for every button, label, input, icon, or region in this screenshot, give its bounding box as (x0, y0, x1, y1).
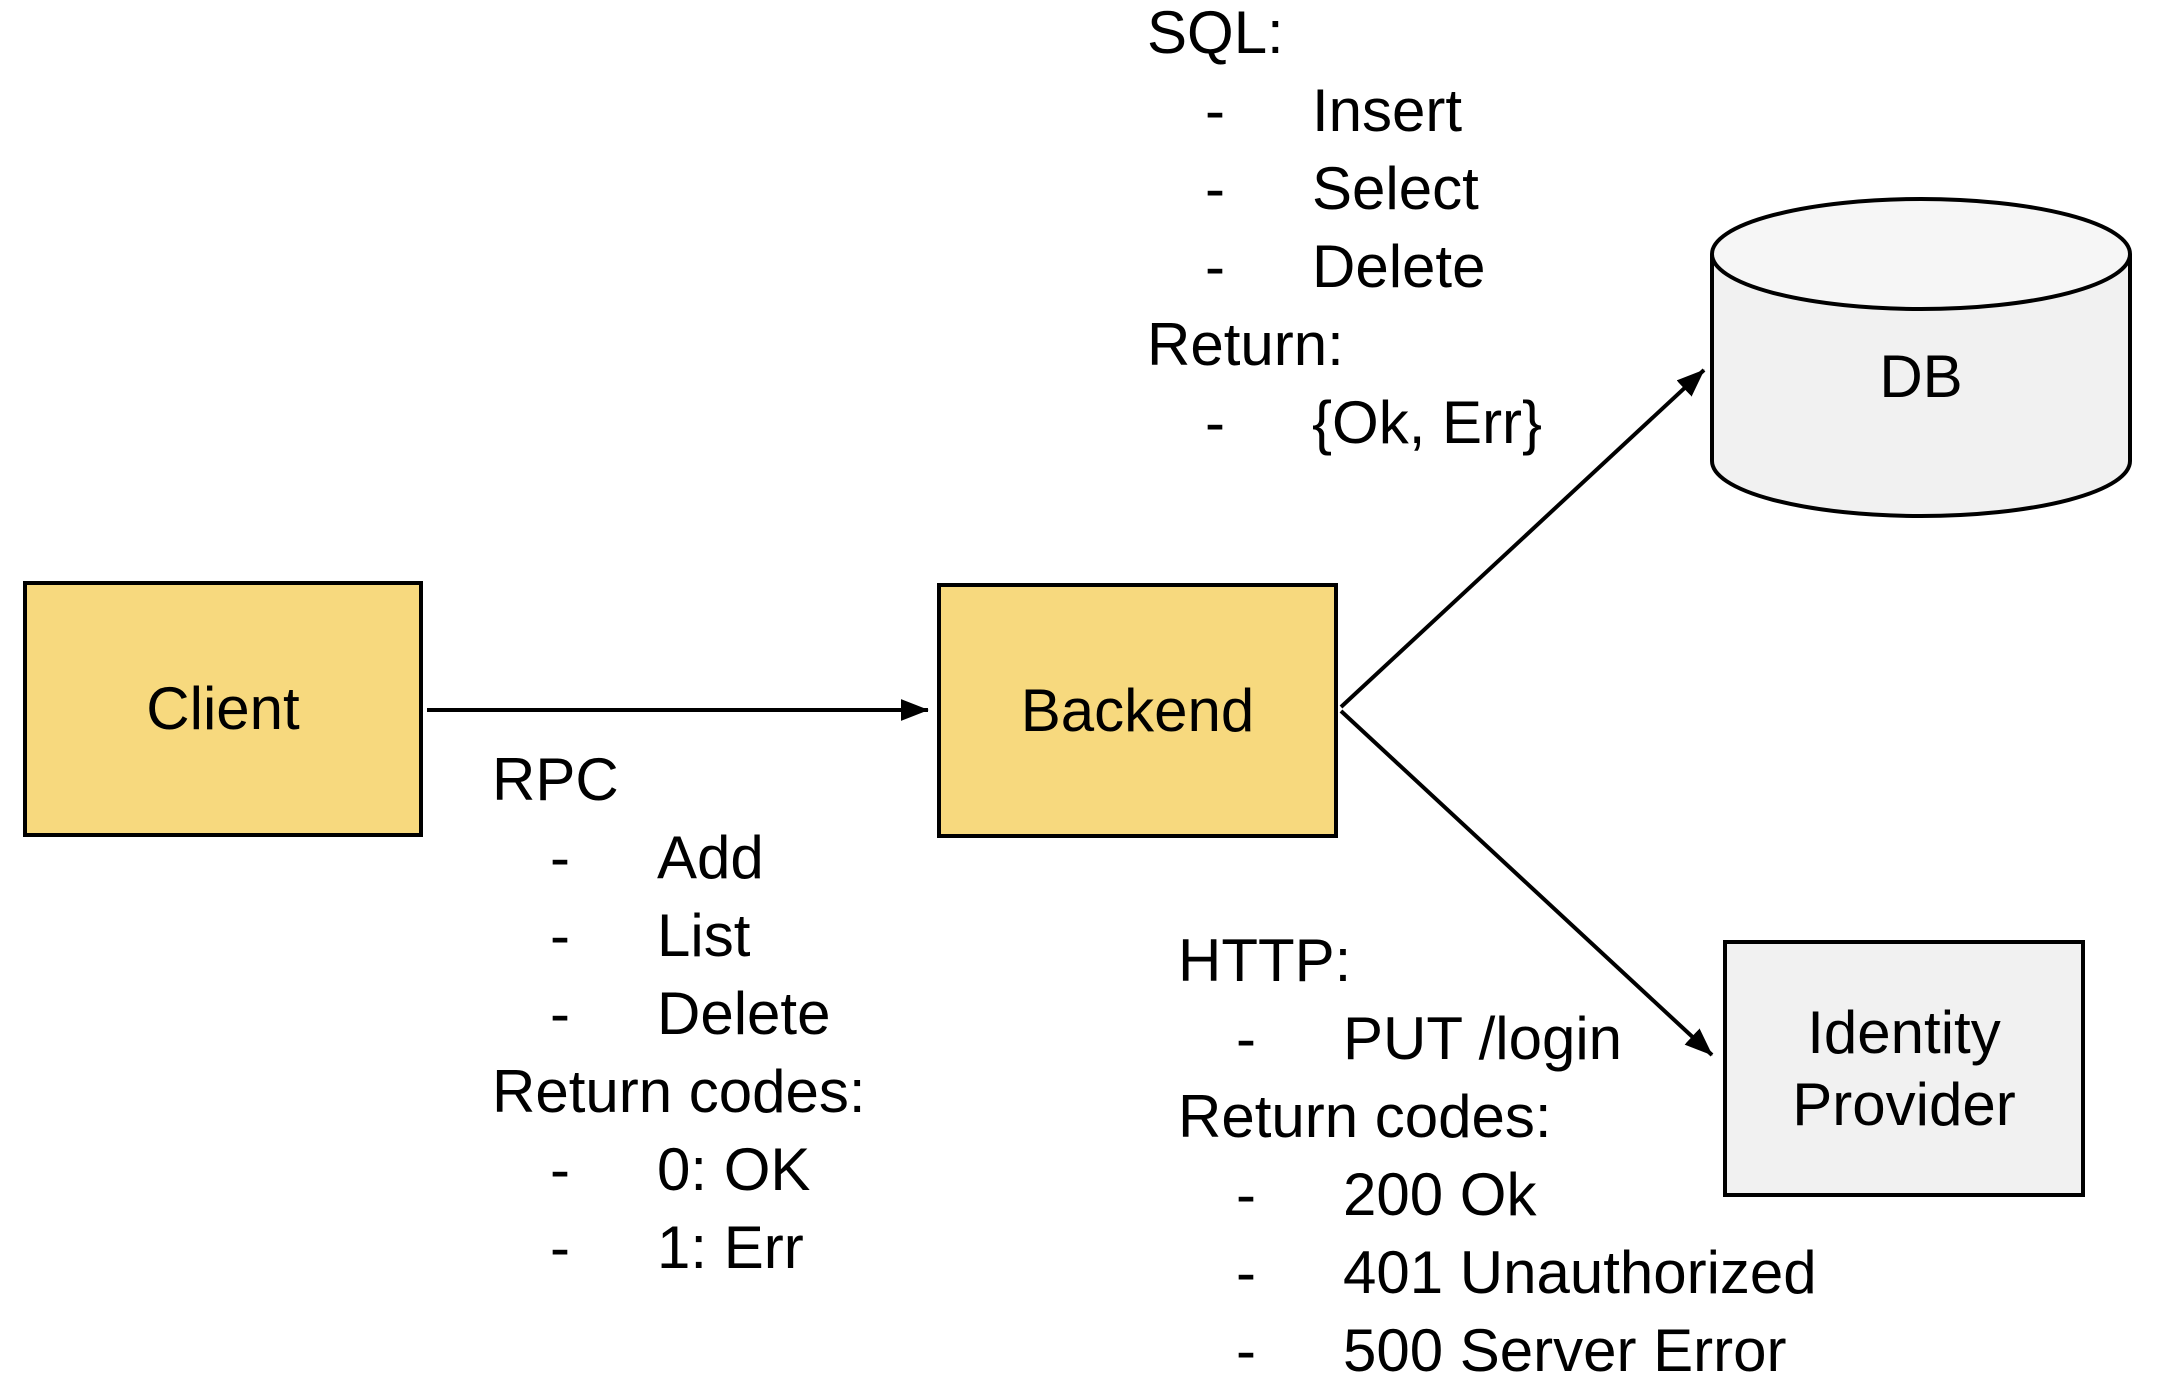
backend-label: Backend (1020, 676, 1255, 744)
backend-node: Backend (937, 583, 1338, 838)
identity-provider-label: Identity Provider (1792, 998, 2016, 1138)
client-label: Client (146, 675, 300, 742)
client-node: Client (23, 581, 423, 837)
identity-provider-node: Identity Provider (1723, 940, 2085, 1197)
db-label: DB (1879, 343, 1962, 410)
db-cylinder-shape: DB (1710, 197, 2132, 518)
db-node: DB (1710, 195, 2132, 520)
